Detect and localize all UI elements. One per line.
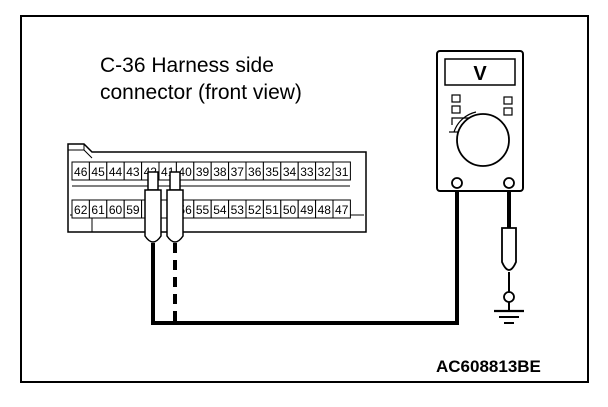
meter-display-symbol: V (473, 63, 487, 85)
connector-pin-label: 32 (318, 165, 332, 179)
diagram-title-line1: C-36 Harness side (100, 54, 274, 77)
connector-pin-label: 46 (74, 165, 88, 179)
connector-pin-label: 45 (91, 165, 105, 179)
connector-pin-label: 48 (318, 203, 332, 217)
connector-pin-label: 51 (265, 203, 279, 217)
meter-selector-dial (456, 113, 510, 167)
connector-pin-label: 36 (248, 165, 262, 179)
connector-pin-label: 54 (213, 203, 227, 217)
connector-pin-label: 31 (335, 165, 349, 179)
connector-pin-label: 53 (231, 203, 245, 217)
connector-pin-label: 35 (265, 165, 279, 179)
connector-pin-label: 40 (178, 165, 192, 179)
figure-id: AC608813BE (436, 357, 541, 376)
test-lead-wire (151, 186, 459, 325)
connector-top-row: 46454443424140393837363534333231 (71, 161, 351, 187)
connector-pin-label: 50 (283, 203, 297, 217)
connector-bottom-row-cavity (332, 199, 351, 219)
connector-pin-label: 60 (109, 203, 123, 217)
connector-pin-label: 47 (335, 203, 349, 217)
ground-symbol (494, 302, 524, 324)
connector-pin-label: 43 (126, 165, 140, 179)
meter-button (503, 107, 513, 116)
ground-probe (501, 227, 517, 303)
connector-body (67, 143, 367, 233)
connector-pin-label: 62 (74, 203, 88, 217)
meter-button (451, 105, 461, 114)
meter-terminal-com (451, 177, 463, 189)
connector-pin-label: 33 (300, 165, 314, 179)
connector-pin-label: 59 (126, 203, 140, 217)
connector-pin-label: 61 (91, 203, 105, 217)
diagram-title-line2: connector (front view) (100, 81, 302, 104)
probe-right (166, 171, 184, 243)
meter-scale-mark (451, 117, 472, 125)
meter-button (451, 94, 461, 103)
connector-top-row-cavity (332, 161, 351, 181)
meter-terminal-v (503, 177, 515, 189)
connector-pin-label: 37 (231, 165, 245, 179)
meter-display (444, 58, 516, 86)
probe-left (144, 171, 162, 243)
connector-key-notch (83, 144, 93, 159)
connector-pin-label: 52 (248, 203, 262, 217)
meter-button (503, 96, 513, 105)
connector-pin-label: 55 (196, 203, 210, 217)
meter-dial-arc (453, 111, 477, 133)
connector-pin-label: 49 (300, 203, 314, 217)
connector-pin-label: 34 (283, 165, 297, 179)
connector-pin-label: 39 (196, 165, 210, 179)
voltmeter: V (436, 50, 524, 192)
connector-pin-label: 44 (109, 165, 123, 179)
connector-pin-label: 38 (213, 165, 227, 179)
